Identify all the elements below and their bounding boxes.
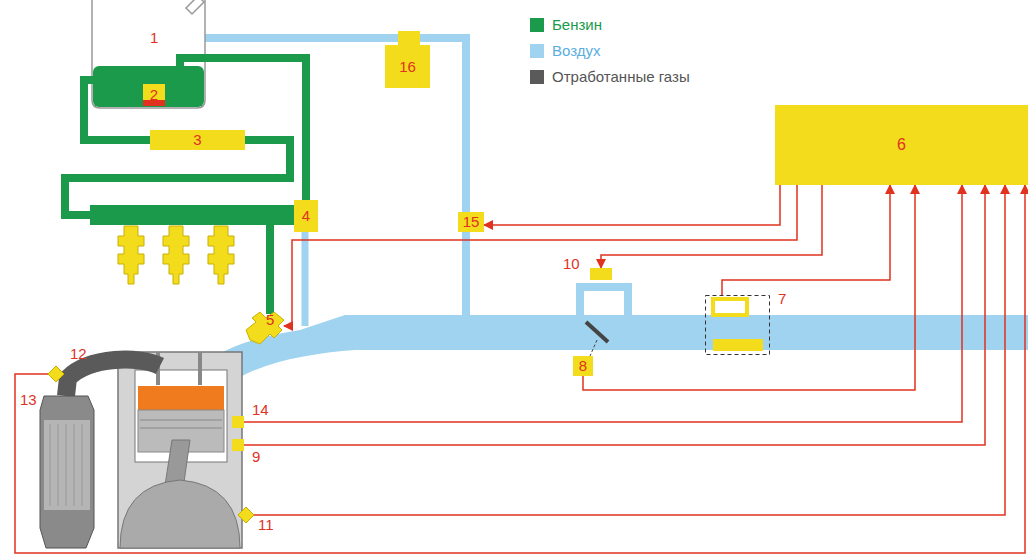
throttle-sensor: 8	[573, 356, 593, 376]
signal-wire	[244, 185, 985, 445]
injector: 5	[244, 310, 284, 346]
valve	[198, 352, 202, 385]
callout-number: 4	[302, 208, 310, 224]
legend-swatch	[530, 44, 544, 58]
diamond-shape	[48, 366, 64, 382]
fuel-return-pipe	[180, 58, 306, 200]
callout-number: 9	[252, 449, 260, 465]
fuel-pump: 2	[143, 84, 165, 106]
piston-crown	[138, 386, 224, 410]
callout-number: 12	[70, 346, 87, 362]
fin-line	[58, 424, 59, 506]
legend-text: Воздух	[552, 43, 600, 59]
signal-wire	[601, 185, 822, 268]
piston-ring	[140, 420, 222, 421]
engine-sensor: 9	[232, 439, 244, 451]
crank-sensor-shape	[238, 507, 254, 523]
callout-number: 16	[399, 59, 416, 75]
fin-line	[82, 424, 83, 506]
callout-number: 5	[266, 312, 274, 328]
valve-box: 15	[458, 212, 484, 232]
callout-number: 11	[258, 517, 274, 533]
signal-wire	[722, 185, 890, 295]
engine-block	[118, 352, 242, 548]
sensor-element	[713, 299, 747, 315]
oxygen-sensor: 12	[48, 366, 64, 382]
fin-line	[66, 424, 67, 506]
converter-fins	[50, 424, 82, 506]
oxygen-sensor-shape	[48, 366, 64, 382]
signal-wire	[15, 185, 1025, 553]
legend-text: Отработанные газы	[552, 69, 690, 85]
callout-number: 14	[252, 402, 269, 418]
crankcase	[120, 480, 240, 548]
converter-core	[44, 420, 90, 510]
legend-swatch	[530, 70, 544, 84]
exhaust-pipe	[66, 360, 160, 396]
engine-sensor: 14	[232, 416, 244, 428]
callout-number: 6	[897, 137, 906, 153]
legend-text: Бензин	[552, 17, 602, 33]
callout-number: 15	[463, 214, 480, 230]
signal-wire	[484, 185, 780, 225]
callout-number: 1	[150, 30, 158, 46]
sensor-element	[713, 339, 763, 351]
callout-number: 7	[778, 291, 786, 307]
piston-ring	[140, 428, 222, 429]
fin-line	[74, 424, 75, 506]
pressure-regulator: 4	[294, 200, 318, 232]
signal-wire	[254, 185, 1005, 515]
idle-bypass	[580, 287, 628, 318]
sensor-nub	[398, 31, 420, 45]
fuel-pipe	[266, 225, 274, 314]
catalytic-converter	[40, 396, 94, 548]
fin-line	[50, 424, 51, 506]
control-unit: 6	[775, 105, 1028, 185]
diamond-shape	[238, 507, 254, 523]
signal-wire	[583, 185, 915, 390]
air-flow-sensor-shape	[705, 295, 770, 355]
throttle-link	[590, 340, 597, 356]
air-flow-sensor: 7	[705, 295, 770, 355]
fuel-pipe	[65, 140, 290, 215]
idle-valve: 10	[590, 268, 612, 280]
legend-swatch	[530, 18, 544, 32]
signal-wire	[244, 185, 962, 422]
callout-number: 8	[579, 358, 587, 374]
crank-sensor: 11	[238, 507, 254, 523]
callout-number: 13	[20, 392, 37, 408]
callout-number: 2	[150, 87, 158, 103]
vacuum-pipe	[302, 232, 309, 326]
fuel-filter: 3	[150, 130, 245, 150]
callout-number: 3	[193, 132, 201, 148]
sensor-box: 16	[385, 45, 430, 88]
throttle-plate	[586, 322, 608, 342]
injector-body	[246, 312, 284, 344]
fuel-level	[93, 66, 204, 107]
fuel-rail	[90, 205, 296, 225]
fuel-pipe	[84, 80, 150, 140]
callout-number: 10	[563, 256, 580, 272]
injectors	[118, 226, 234, 284]
injector-shape	[244, 310, 284, 346]
tank-cap	[186, 0, 204, 14]
dashed-outline	[706, 296, 770, 355]
intake-manifold	[182, 315, 1028, 398]
